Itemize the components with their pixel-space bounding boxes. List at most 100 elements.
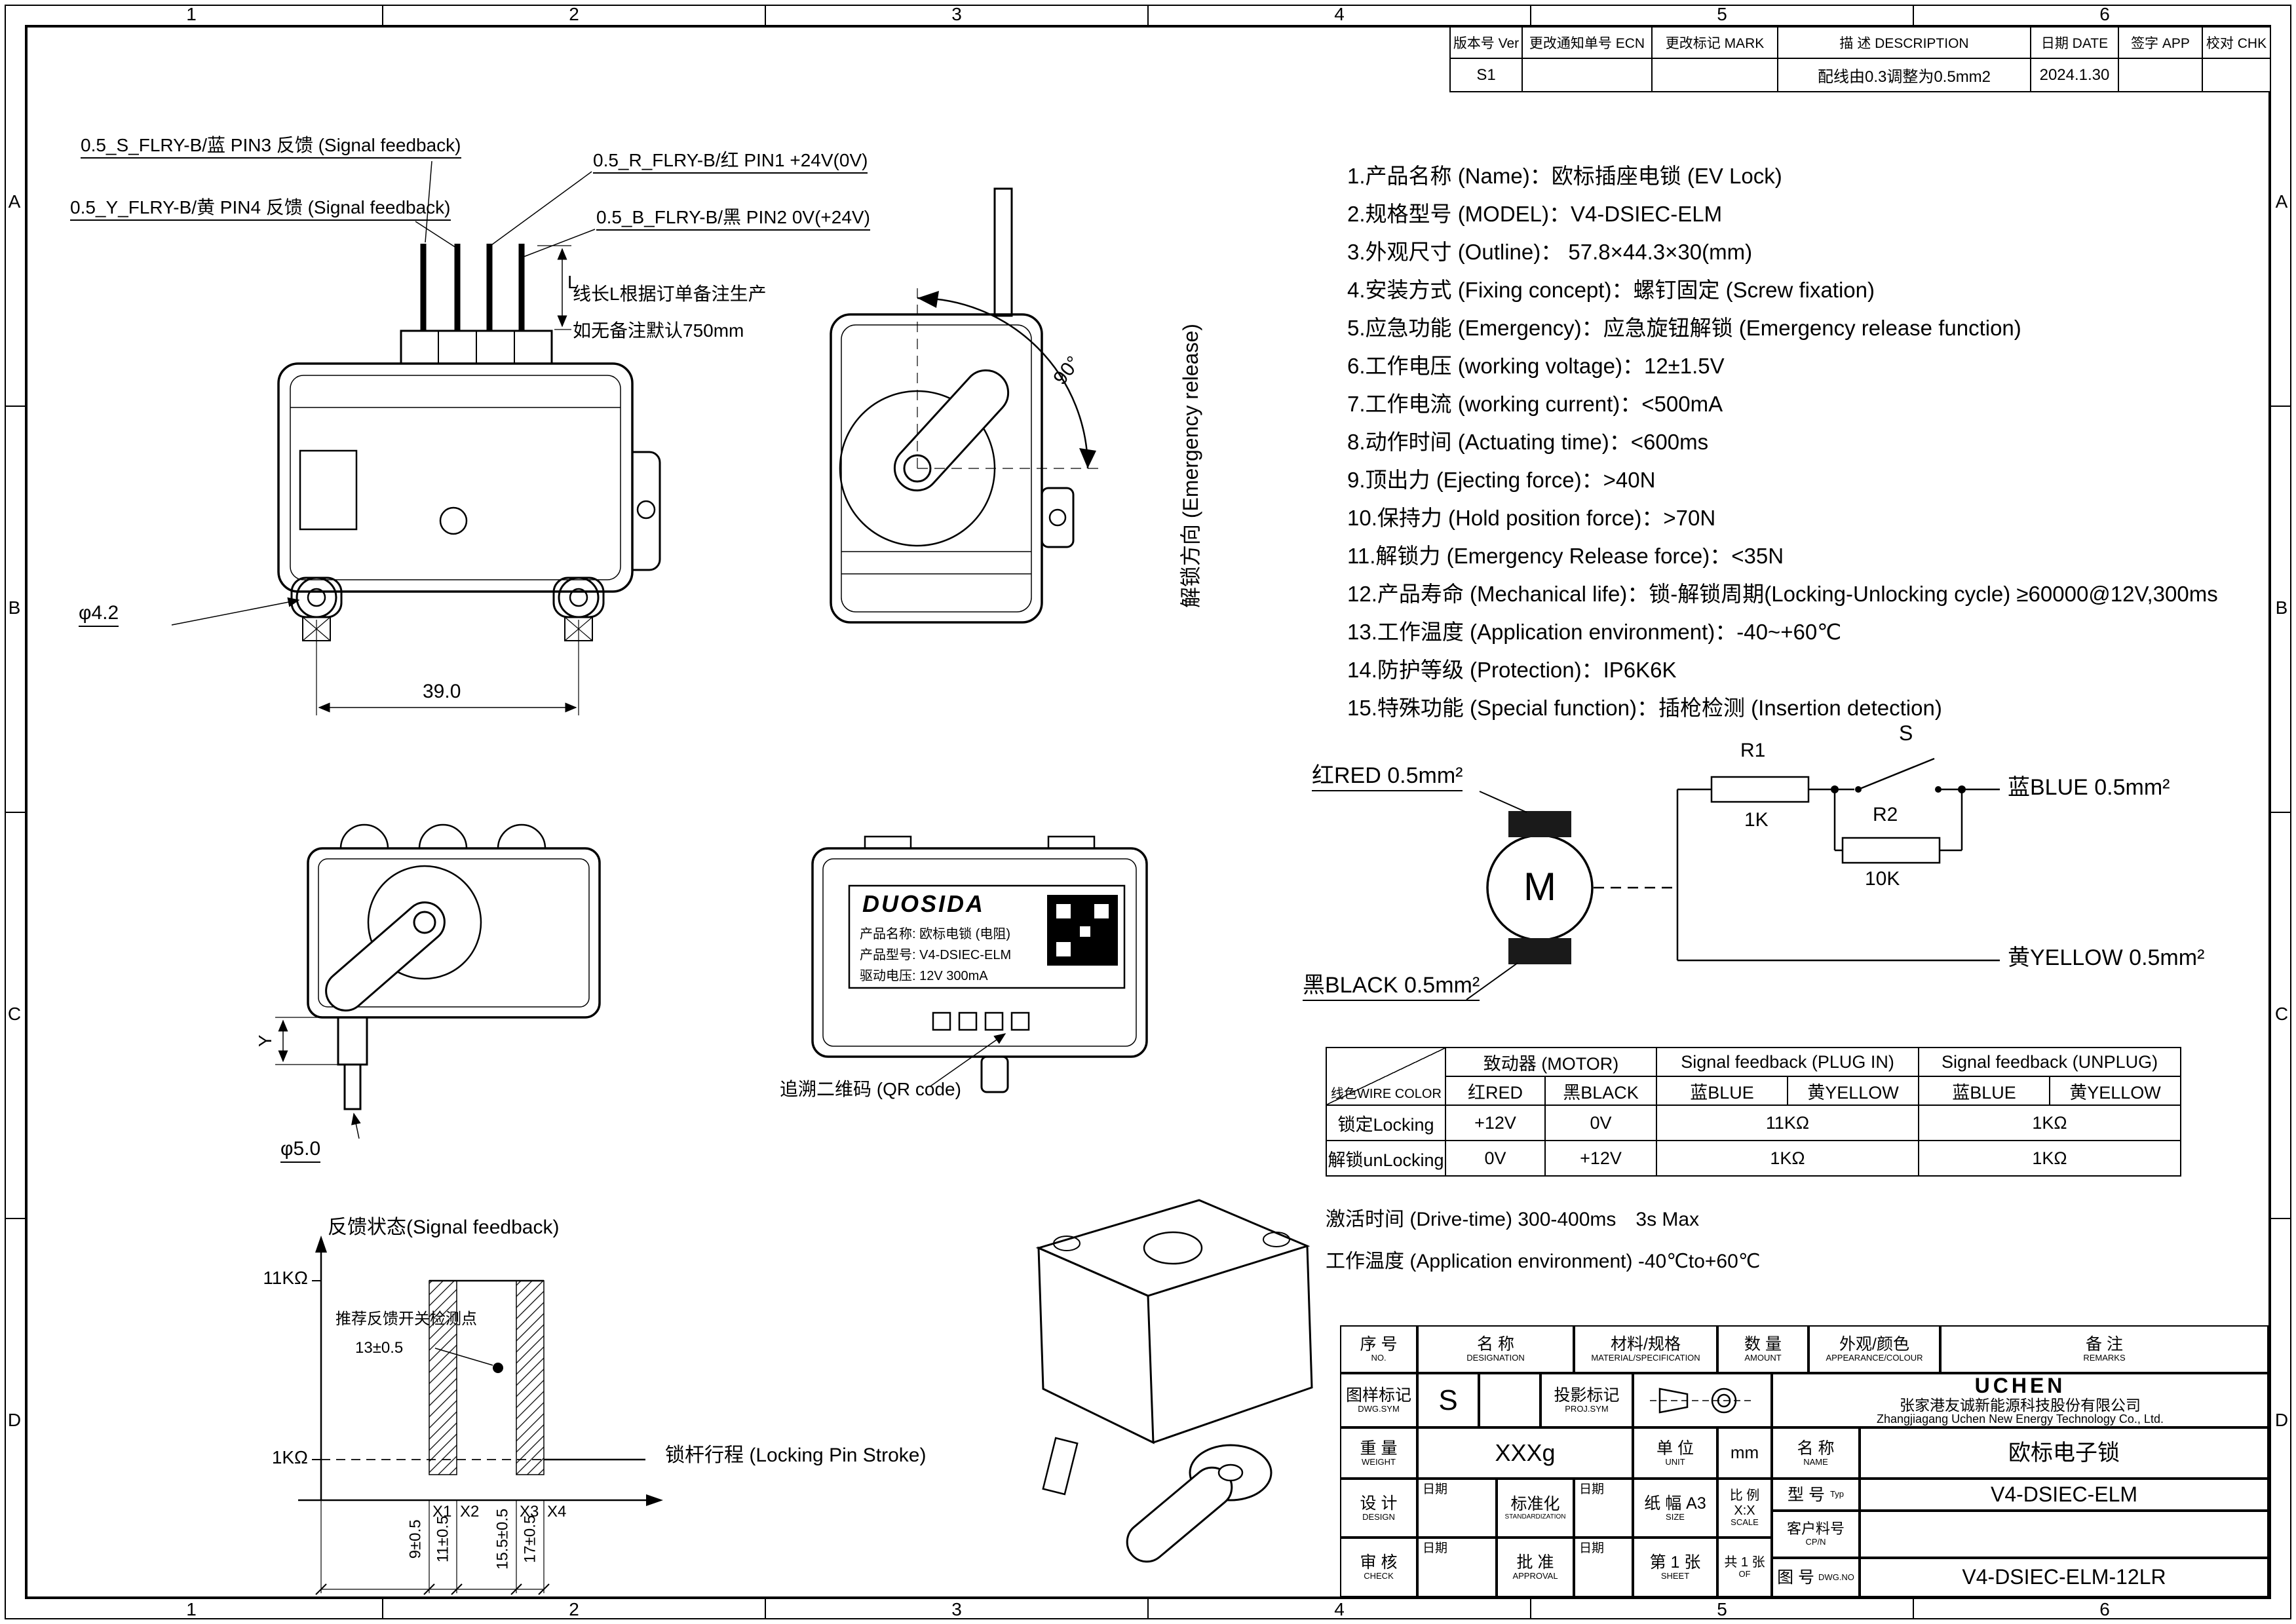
- wire-table-locking-row: 锁定Locking +12V 0V 11KΩ 1KΩ: [1326, 1105, 2182, 1141]
- wire-color-table: 线色WIRE COLOR 致动器 (MOTOR) Signal feedback…: [1326, 1047, 2182, 1177]
- spec-item: 6.工作电压 (working voltage)：12±1.5V: [1347, 354, 1725, 378]
- zone-col-label: 1: [186, 4, 197, 24]
- zone-col-label: 2: [569, 1599, 579, 1619]
- revision-table: 版本号 Ver 更改通知单号 ECN 更改标记 MARK 描 述 DESCRIP…: [1449, 26, 2271, 92]
- spec-item: 7.工作电流 (working current)：<500mA: [1347, 392, 1723, 416]
- dim-L-label: L: [567, 272, 578, 292]
- graph-y-low-label: 1KΩ: [271, 1447, 308, 1467]
- zone-row-label: A: [8, 191, 21, 212]
- wire-color-cell: 蓝BLUE: [1918, 1076, 2051, 1106]
- unlocking-value: +12V: [1544, 1140, 1658, 1177]
- spec-item: 11.解锁力 (Emergency Release force)：<35N: [1347, 544, 1784, 568]
- tb-proj-sym-cell: [1633, 1373, 1772, 1427]
- plate-product-model: 产品型号: V4-DSIEC-ELM: [860, 948, 1012, 962]
- motor-symbol-label: M: [1523, 865, 1556, 909]
- tb-type-value: V4-DSIEC-ELM: [1860, 1479, 2268, 1511]
- wire-table-unplug-header: Signal feedback (UNPLUG): [1918, 1047, 2182, 1077]
- plate-product-name: 产品名称: 欧标电锁 (电阻): [860, 927, 1010, 941]
- graph-detection-note-line2: 13±0.5: [355, 1339, 404, 1357]
- locking-value: 11KΩ: [1656, 1105, 1920, 1141]
- graph-tick-label: X3: [520, 1503, 539, 1520]
- unlocking-row-label: 解锁unLocking: [1326, 1140, 1446, 1177]
- rev-header-cell: 日期 DATE: [2030, 26, 2119, 59]
- zone-col-label: 6: [2099, 1599, 2110, 1619]
- graph-dim-label: 11±0.5: [434, 1515, 452, 1563]
- tb-cpn-value: [1860, 1511, 2268, 1558]
- spec-item: 4.安装方式 (Fixing concept)：螺钉固定 (Screw fixa…: [1347, 278, 1875, 302]
- feedback-graph: [298, 1236, 663, 1595]
- graph-x-axis-label: 锁杆行程 (Locking Pin Stroke): [665, 1445, 927, 1466]
- rev-header-cell: 更改标记 MARK: [1651, 26, 1778, 59]
- zone-col-label: 3: [951, 1599, 962, 1619]
- circuit-black-wire-label: 黑BLACK 0.5mm²: [1303, 972, 1480, 1001]
- wire-color-cell: 蓝BLUE: [1656, 1076, 1789, 1106]
- zone-col-label: 6: [2099, 4, 2110, 24]
- front-view: [171, 161, 661, 715]
- rev-header-cell: 签字 APP: [2118, 26, 2203, 59]
- zone-col-label: 1: [186, 1599, 197, 1619]
- circuit-yellow-wire-label: 黄YELLOW 0.5mm²: [2008, 945, 2205, 970]
- resistor-r2-value: 10K: [1865, 868, 1900, 890]
- wire-yellow-callout: 0.5_Y_FLRY-B/黄 PIN4 反馈 (Signal feedback): [70, 197, 451, 221]
- company-logo-text: UCHEN: [1974, 1374, 2066, 1398]
- spec-item: 5.应急功能 (Emergency)：应急旋钮解锁 (Emergency rel…: [1347, 316, 2021, 340]
- unlocking-value: 1KΩ: [1918, 1140, 2182, 1177]
- dim-39-0: 39.0: [423, 681, 461, 702]
- graph-tick-label: X2: [460, 1503, 480, 1520]
- wire-table-unlocking-row: 解锁unLocking 0V +12V 1KΩ 1KΩ: [1326, 1140, 2182, 1177]
- product-spec-list: 1.产品名称 (Name)：欧标插座电锁 (EV Lock) 2.规格型号 (M…: [1347, 157, 2218, 727]
- wire-color-cell: 黄YELLOW: [1787, 1076, 1920, 1106]
- zone-col-label: 3: [951, 4, 962, 24]
- rev-header-cell: 版本号 Ver: [1449, 26, 1523, 59]
- zone-row-label: D: [2274, 1410, 2289, 1430]
- spec-item: 3.外观尺寸 (Outline)： 57.8×44.3×30(mm): [1347, 240, 1753, 264]
- graph-dim-label: 9±0.5: [406, 1519, 425, 1559]
- dim-Y-label: Y: [255, 1034, 276, 1048]
- rev-desc-cell: 配线由0.3调整为0.5mm2: [1777, 58, 2031, 92]
- rev-header-cell: 校对 CHK: [2202, 26, 2271, 59]
- wire-table-plugin-header: Signal feedback (PLUG IN): [1656, 1047, 1920, 1077]
- drive-time-note: 激活时间 (Drive-time) 300-400ms 3s Max: [1326, 1209, 1700, 1230]
- wire-red-callout: 0.5_R_FLRY-B/红 PIN1 +24V(0V): [593, 149, 868, 174]
- rev-chk-cell: [2202, 58, 2271, 92]
- emergency-release-direction-label: 解锁方向 (Emergency release): [1179, 324, 1202, 608]
- resistor-r2-name: R2: [1873, 804, 1898, 825]
- spec-item: 1.产品名称 (Name)：欧标插座电锁 (EV Lock): [1347, 164, 1782, 188]
- locking-value: +12V: [1445, 1105, 1546, 1141]
- top-view: [811, 835, 1148, 1093]
- rev-ver-cell: S1: [1449, 58, 1523, 92]
- spec-item: 12.产品寿命 (Mechanical life)：锁-解锁周期(Locking…: [1347, 582, 2218, 606]
- circuit-schematic: [1466, 757, 2000, 1000]
- zone-col-label: 2: [569, 4, 579, 24]
- zone-row-label: C: [7, 1004, 22, 1024]
- graph-tick-label: X1: [432, 1503, 452, 1520]
- rev-header-cell: 更改通知单号 ECN: [1521, 26, 1653, 59]
- side-view: [830, 187, 1102, 624]
- switch-s-label: S: [1899, 721, 1913, 745]
- tb-dwgno-value: V4-DSIEC-ELM-12LR: [1860, 1558, 2268, 1597]
- side-view-b: [275, 823, 601, 1139]
- locking-value: 0V: [1544, 1105, 1658, 1141]
- wire-length-note-line2: 如无备注默认750mm: [573, 320, 744, 341]
- graph-y-high-label: 11KΩ: [263, 1268, 308, 1288]
- zone-row-label: C: [2274, 1004, 2289, 1024]
- qr-code-note: 追溯二维码 (QR code): [780, 1079, 961, 1099]
- rev-mark-cell: [1651, 58, 1778, 92]
- environment-note: 工作温度 (Application environment) -40℃to+60…: [1326, 1251, 1761, 1272]
- rev-header-cell: 描 述 DESCRIPTION: [1777, 26, 2031, 59]
